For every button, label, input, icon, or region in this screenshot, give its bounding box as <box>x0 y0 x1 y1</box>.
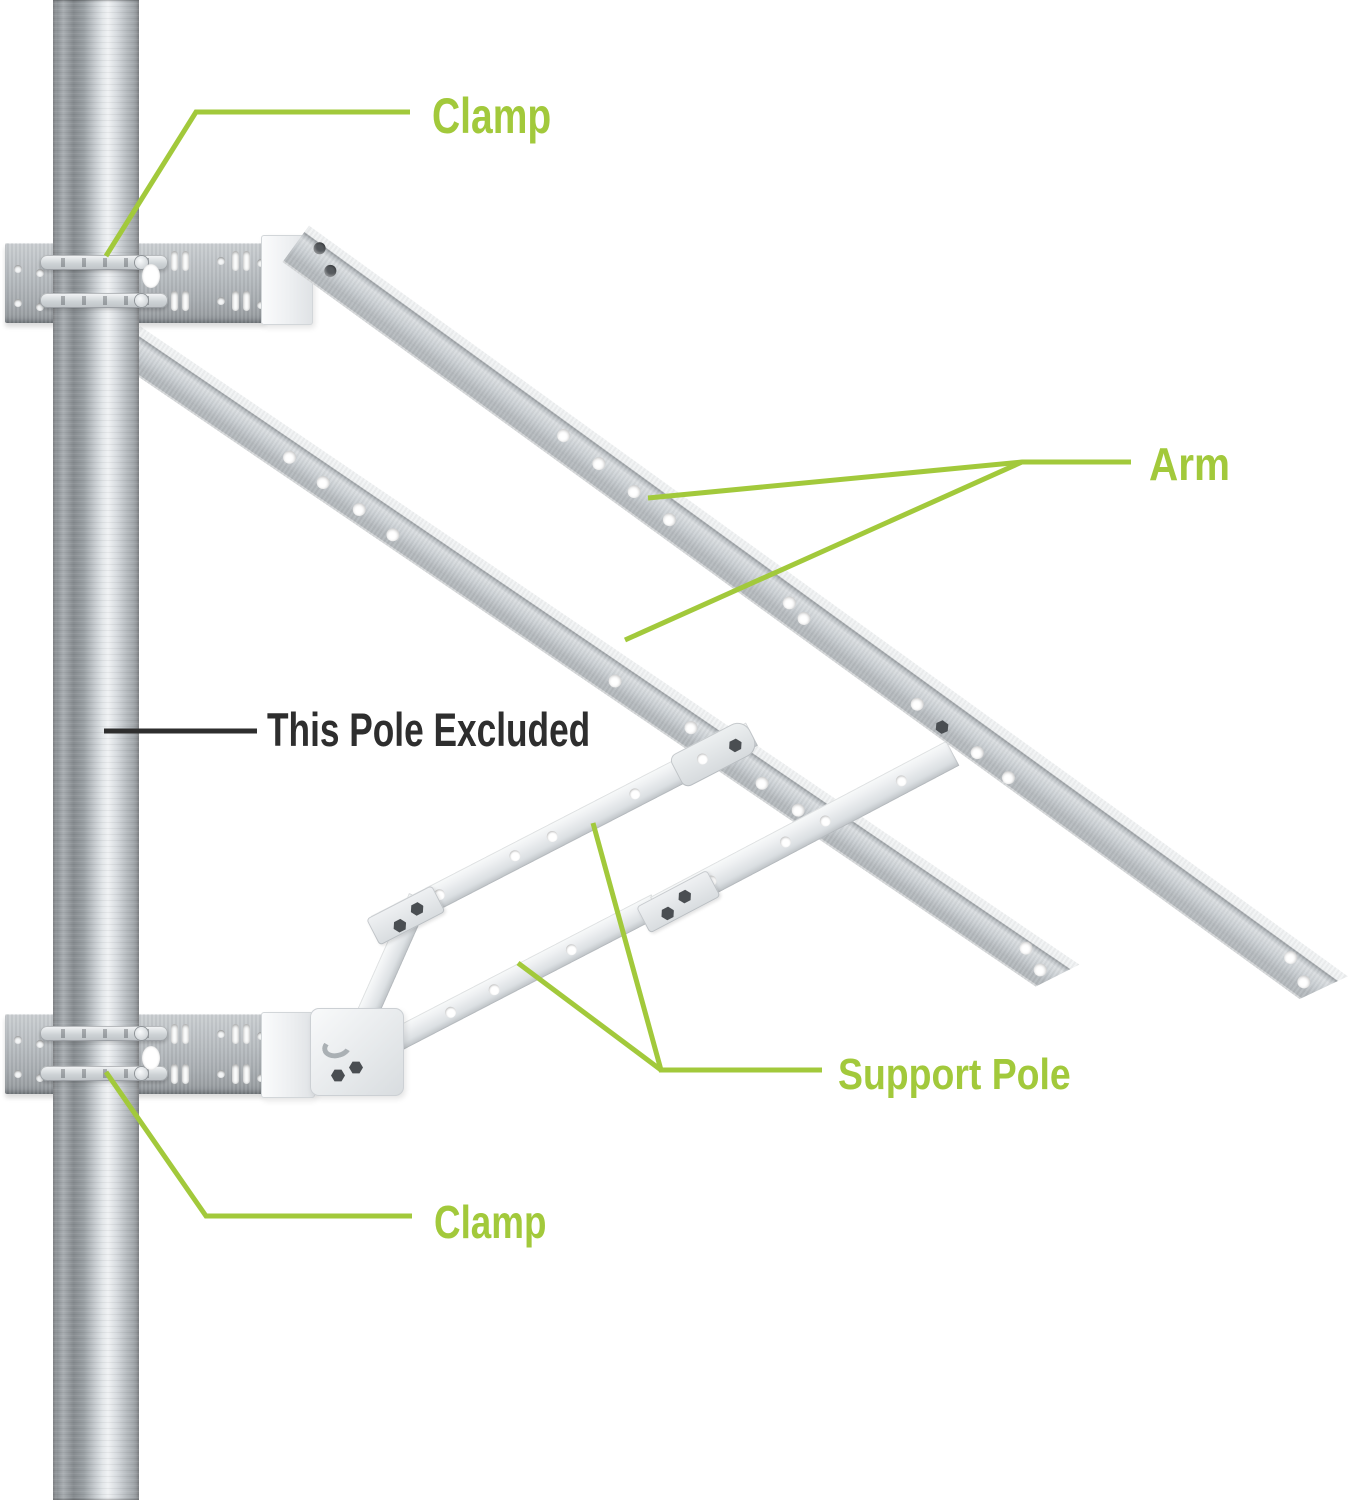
plate-slot <box>232 251 239 271</box>
leader-line-support-pole-branch-1 <box>590 822 822 1073</box>
bolt-hole <box>695 751 710 767</box>
plate-slot <box>243 1064 250 1084</box>
plate-slot <box>182 1064 189 1084</box>
band-screw <box>135 1027 148 1040</box>
plate-hole <box>14 265 22 273</box>
bottom-clamp-bracket <box>261 1012 315 1098</box>
pole-texture <box>53 0 139 1500</box>
bolt-hole <box>281 448 299 466</box>
label-pole-excluded: This Pole Excluded <box>267 703 591 756</box>
bolt-hole <box>1017 939 1035 957</box>
bolt-hole <box>563 942 579 958</box>
hex-bolt <box>349 1061 363 1074</box>
plate-hole <box>217 297 225 305</box>
hex-bolt <box>658 904 676 922</box>
plate-hole <box>217 1070 225 1078</box>
plate-hole <box>36 303 44 311</box>
hex-bolt <box>726 736 744 754</box>
band-screw <box>135 1067 148 1080</box>
bolt-hole <box>350 500 368 518</box>
plate-hole <box>36 269 44 277</box>
bolt-hole <box>544 829 560 844</box>
plate-slot <box>243 251 250 271</box>
bolt-hole <box>625 483 643 501</box>
plate-slot <box>243 291 250 311</box>
plate-slot <box>232 291 239 311</box>
band-thread-hole <box>142 1046 160 1070</box>
plate-slot <box>182 291 189 311</box>
plate-hole <box>36 1074 44 1082</box>
plate-hole <box>36 1040 44 1048</box>
support-pole-lower-sleeve <box>636 869 721 934</box>
top-clamp-band-lower <box>40 293 168 308</box>
hex-bolt <box>676 888 694 906</box>
plate-slot <box>182 251 189 271</box>
bolt-hole <box>817 813 833 829</box>
label-support-pole: Support Pole <box>838 1050 1071 1099</box>
bolt-hole <box>968 744 986 762</box>
plate-slot <box>243 1024 250 1044</box>
pivot-bracket <box>310 1008 404 1096</box>
bolt-hole <box>384 526 402 544</box>
band-screw <box>135 294 148 307</box>
bolt-hole <box>660 511 678 529</box>
bolt-hole <box>753 774 771 792</box>
plate-hole <box>14 1070 22 1078</box>
bolt-hole <box>443 1004 459 1020</box>
hex-bolt <box>408 900 426 918</box>
angle-adjust-slot <box>319 1032 355 1062</box>
plate-slot <box>171 291 178 311</box>
plate-slot <box>171 1024 178 1044</box>
plate-slot <box>232 1064 239 1084</box>
bolt-hole <box>778 834 793 850</box>
bolt-hole <box>999 769 1017 787</box>
leader-line-clamp-top <box>103 109 410 258</box>
bolt-hole <box>590 455 608 473</box>
hex-bolt <box>933 718 952 737</box>
bolt-hole <box>1295 973 1313 991</box>
plate-slot <box>232 1024 239 1044</box>
bolt-hole <box>314 474 332 492</box>
bolt-hole <box>1282 948 1300 966</box>
plate-slot <box>182 1024 189 1044</box>
bolt-hole <box>627 786 643 802</box>
bolt-hole <box>555 426 573 444</box>
bolt-hole <box>795 609 813 627</box>
bolt-hole <box>606 672 624 690</box>
leader-line-arm-branch-1 <box>647 459 1131 501</box>
plate-slot <box>171 251 178 271</box>
bolt-hole <box>1031 961 1049 979</box>
bolt-hole <box>908 695 926 713</box>
bolt-hole <box>682 719 700 737</box>
bolt-hole <box>893 773 909 789</box>
label-arm: Arm <box>1149 438 1230 490</box>
bottom-clamp-band-upper <box>40 1026 168 1041</box>
plate-slot <box>171 1064 178 1084</box>
bolt-hole <box>780 594 798 612</box>
rivet <box>311 240 328 257</box>
label-clamp-top: Clamp <box>432 88 552 144</box>
band-thread-hole <box>142 264 160 288</box>
bolt-hole <box>507 848 523 864</box>
label-clamp-bottom: Clamp <box>434 1196 547 1248</box>
brushed-texture <box>116 326 1080 1000</box>
plate-hole <box>217 1030 225 1038</box>
bolt-hole <box>486 982 502 998</box>
plate-hole <box>14 1036 22 1044</box>
hex-bolt <box>331 1069 345 1082</box>
rivet <box>322 262 339 279</box>
plate-hole <box>14 299 22 307</box>
pole <box>53 0 139 1500</box>
arm-lower <box>116 326 1080 1000</box>
plate-hole <box>217 257 225 265</box>
